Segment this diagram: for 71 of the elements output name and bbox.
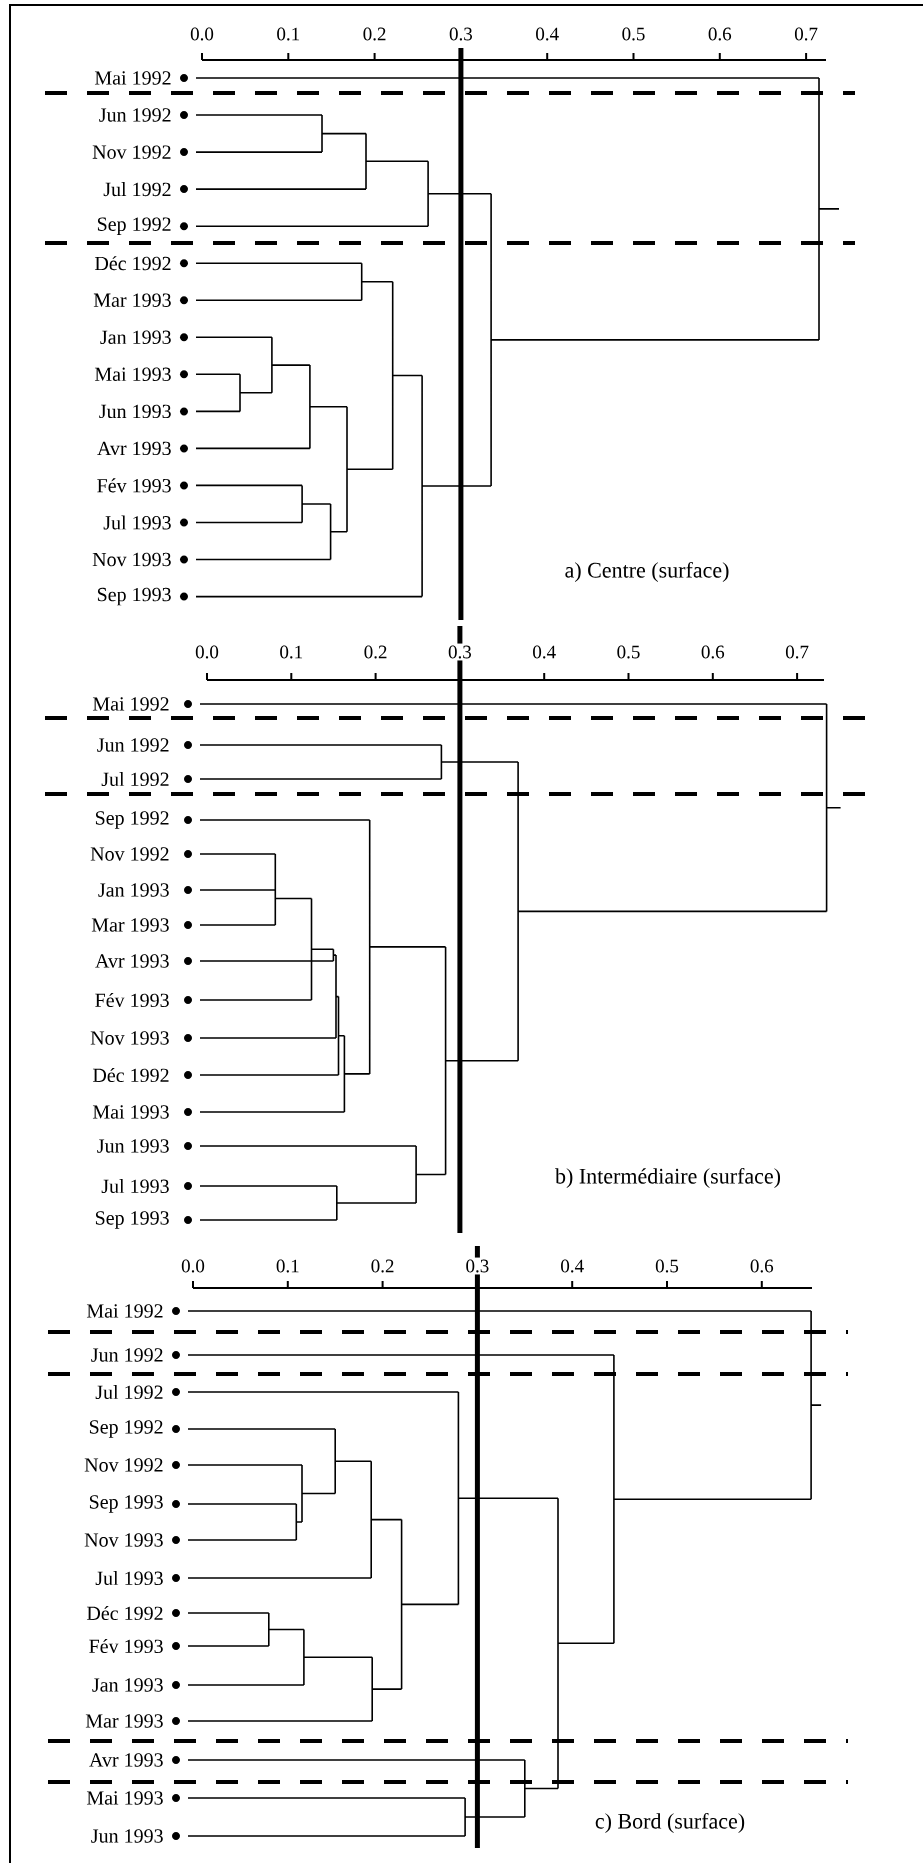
tick-label: 0.6 bbox=[705, 25, 734, 43]
leaf-label: Fév 1993 bbox=[95, 992, 169, 1008]
leaf-label: Jul 1993 bbox=[95, 1570, 163, 1586]
leaf-label: Jun 1993 bbox=[91, 1829, 163, 1843]
leaf-label: Jun 1992 bbox=[97, 738, 169, 752]
tick-label: 0.2 bbox=[360, 25, 389, 43]
leaf-label: Jul 1992 bbox=[103, 182, 171, 197]
leaf-label: Sep 1992 bbox=[97, 217, 171, 235]
leaf-label: Nov 1993 bbox=[84, 1533, 163, 1547]
leaf-label: Mai 1992 bbox=[92, 697, 169, 711]
tick-label: 0.4 bbox=[558, 1257, 587, 1275]
leaf-label: Déc 1992 bbox=[94, 256, 171, 271]
leaf-label: Jul 1992 bbox=[101, 771, 169, 787]
tick-label: 0.4 bbox=[533, 25, 562, 43]
leaf-label: Jun 1993 bbox=[97, 1139, 169, 1153]
leaf-label: Jul 1993 bbox=[103, 515, 171, 530]
panel-caption: c) Bord (surface) bbox=[595, 1812, 745, 1834]
leaf-label: Fév 1993 bbox=[89, 1638, 163, 1654]
leaf-label: Mar 1993 bbox=[91, 918, 169, 932]
leaf-label: Déc 1992 bbox=[92, 1067, 169, 1083]
leaf-label: Mai 1993 bbox=[86, 1791, 163, 1805]
leaf-label: Mai 1993 bbox=[92, 1105, 169, 1119]
tick-label: 0.1 bbox=[277, 643, 306, 661]
leaf-label: Mai 1992 bbox=[86, 1304, 163, 1318]
leaf-label: Nov 1993 bbox=[90, 1031, 169, 1045]
leaf-label: Avr 1993 bbox=[97, 441, 171, 456]
tick-label: 0.3 bbox=[463, 1257, 492, 1275]
leaf-label: Jan 1993 bbox=[100, 330, 171, 344]
tick-label: 0.7 bbox=[783, 643, 811, 661]
panel-caption: b) Intermédiaire (surface) bbox=[555, 1167, 781, 1189]
leaf-label: Jun 1993 bbox=[99, 404, 171, 419]
tick-label: 0.3 bbox=[446, 643, 474, 661]
leaf-label: Jul 1993 bbox=[101, 1178, 169, 1194]
leaf-label: Sep 1993 bbox=[97, 587, 171, 606]
leaf-label: Mar 1993 bbox=[93, 293, 171, 307]
leaf-label: Nov 1992 bbox=[92, 145, 171, 159]
tick-label: 0.0 bbox=[179, 1257, 207, 1275]
leaf-label: Mai 1992 bbox=[94, 71, 171, 85]
tick-label: 0.2 bbox=[368, 1257, 397, 1275]
tick-label: 0.5 bbox=[653, 1257, 681, 1275]
tick-label: 0.0 bbox=[193, 643, 221, 661]
leaf-label: Nov 1992 bbox=[84, 1458, 163, 1472]
leaf-label: Jun 1992 bbox=[99, 108, 171, 122]
leaf-label: Jan 1993 bbox=[92, 1678, 163, 1692]
panel-caption: a) Centre (surface) bbox=[565, 561, 729, 583]
leaf-label: Sep 1993 bbox=[95, 1211, 169, 1229]
tick-label: 0.7 bbox=[792, 25, 820, 43]
tick-label: 0.2 bbox=[361, 643, 390, 661]
tick-label: 0.1 bbox=[274, 25, 303, 43]
tick-label: 0.6 bbox=[747, 1257, 776, 1275]
leaf-label: Sep 1992 bbox=[95, 811, 169, 829]
leaf-label: Jan 1993 bbox=[98, 883, 169, 897]
leaf-label: Jul 1992 bbox=[95, 1384, 163, 1400]
leaf-label: Déc 1992 bbox=[86, 1605, 163, 1621]
leaf-label: Nov 1993 bbox=[92, 552, 171, 567]
tick-label: 0.6 bbox=[698, 643, 727, 661]
leaf-label: Mar 1993 bbox=[85, 1714, 163, 1728]
leaf-label: Jun 1992 bbox=[91, 1348, 163, 1362]
tick-label: 0.1 bbox=[273, 1257, 302, 1275]
leaf-label: Avr 1993 bbox=[95, 954, 169, 968]
leaf-label: Avr 1993 bbox=[89, 1753, 163, 1767]
leaf-label: Mai 1993 bbox=[94, 367, 171, 381]
tick-label: 0.3 bbox=[447, 25, 475, 43]
tick-label: 0.5 bbox=[614, 643, 643, 661]
leaf-label: Fév 1993 bbox=[97, 478, 171, 493]
leaf-label: Nov 1992 bbox=[90, 847, 169, 861]
leaf-label: Sep 1993 bbox=[89, 1495, 163, 1513]
tick-label: 0.5 bbox=[619, 25, 648, 43]
tick-label: 0.4 bbox=[530, 643, 559, 661]
leaf-label: Sep 1992 bbox=[89, 1420, 163, 1438]
tick-label: 0.0 bbox=[188, 25, 216, 43]
